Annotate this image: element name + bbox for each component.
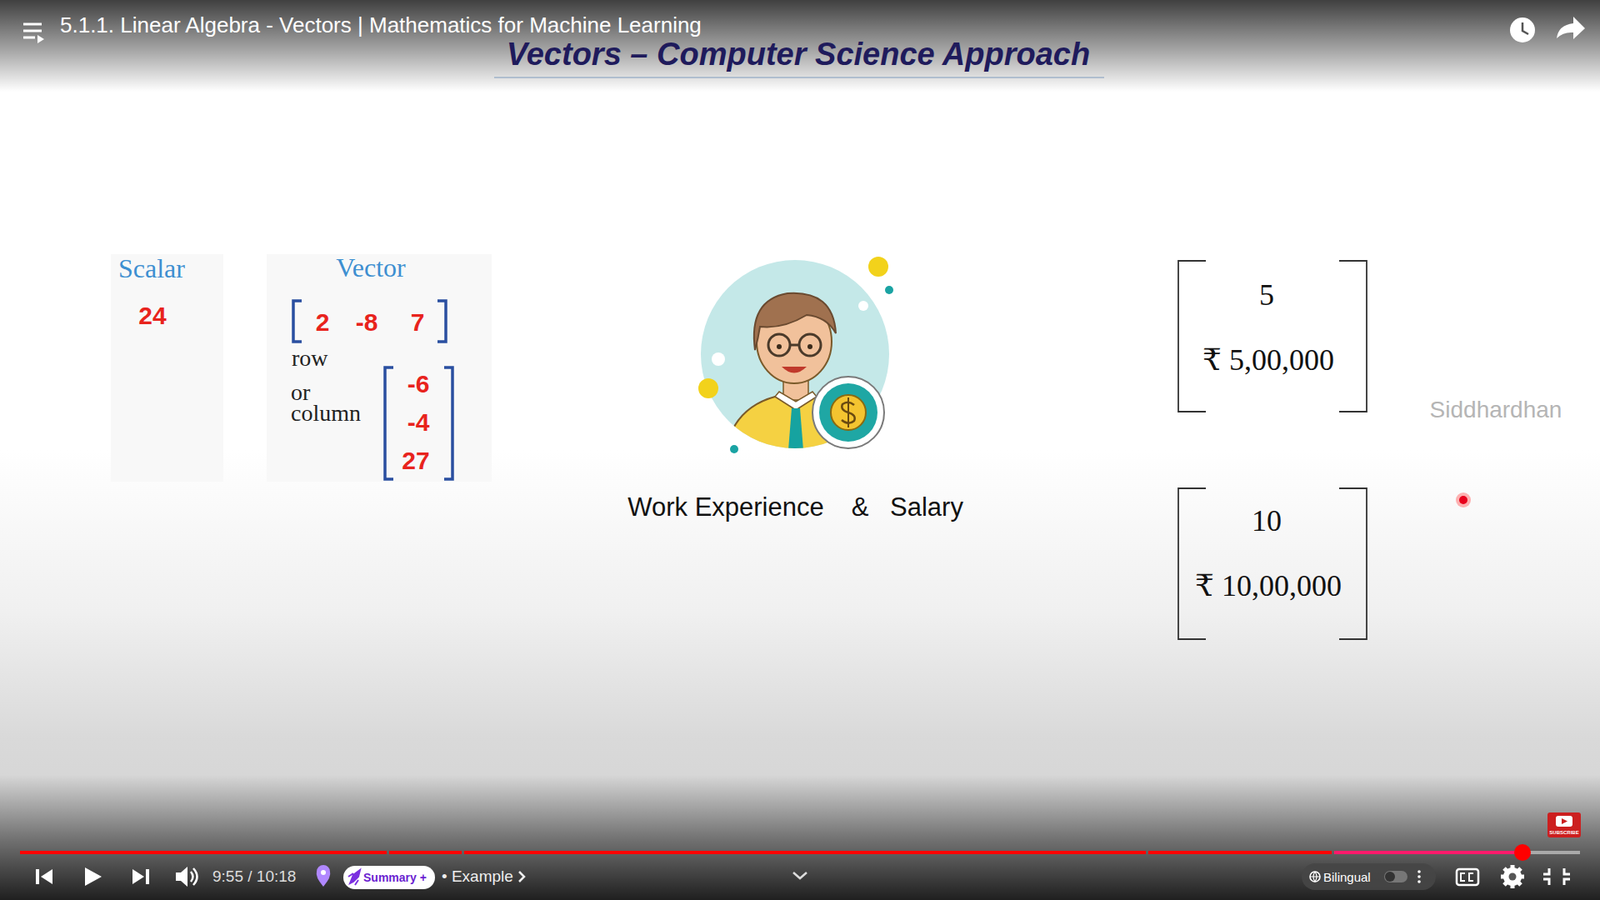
vector-entry: 5 [1259,279,1275,313]
pointer-dot [1455,492,1471,508]
share-icon [1556,16,1585,40]
summary-icon [348,870,360,885]
vector-entry: 7 [410,308,425,336]
row-bracket-left [293,300,302,342]
button-text: Summary + [363,870,427,885]
column-bracket-right [444,367,453,480]
time-display: 9:55 / 10:18 [212,868,296,886]
summary-button: Summary + [343,865,435,890]
subscribe-badge [1547,812,1581,838]
feature-label: Salary [890,493,964,522]
example-chevron [519,871,525,882]
chapter-name: • Example [441,868,514,886]
scalar-panel [110,254,224,482]
vector-panel [266,254,492,482]
title-underline [494,76,1105,79]
vector-entry: ₹ 5,00,000 [1202,344,1335,378]
vector-entry: -8 [355,308,379,336]
clock-icon [1510,17,1535,43]
feature-label: Work Experience [627,493,824,522]
subscribe-text: SUBSCRIBE [1549,830,1579,836]
bilingual-toggle: Bilingual [1301,863,1436,890]
vector-bracket-right [1339,488,1367,640]
vector-entry: -4 [407,408,430,436]
vector-entry: ₹ 10,00,000 [1195,570,1342,604]
vector-entry: -6 [407,370,430,398]
panel-heading: Scalar [118,254,185,284]
pointer-dot [1459,495,1468,505]
playlist-icon [23,24,45,44]
feature-label: & [851,493,870,522]
vector-bracket-right [1339,260,1367,412]
vector-kind: row [291,345,329,372]
watermark: Siddhardhan [1430,397,1563,424]
vector-bracket-left [1178,260,1206,412]
vector-entry: 27 [401,446,430,475]
vector-entry: 10 [1251,505,1282,539]
top-gradient [0,0,1600,92]
panel-heading: Vector [335,253,406,283]
column-bracket-left [385,367,394,480]
video-title: 5.1.1. Linear Algebra - Vectors | Mathem… [60,13,702,38]
bottom-gradient [0,775,1600,900]
vector-entry: 2 [315,308,330,336]
slide-title: Vectors – Computer Science Approach [506,37,1090,73]
row-bracket-right [437,300,446,342]
person-illustration [698,256,894,467]
vector-kind: or column [290,381,370,424]
scalar-value: 24 [138,301,166,330]
button-text: Bilingual [1323,870,1371,885]
progress-bar [20,844,1580,861]
bilingual-icons [1310,870,1421,884]
vector-bracket-left [1178,488,1206,640]
